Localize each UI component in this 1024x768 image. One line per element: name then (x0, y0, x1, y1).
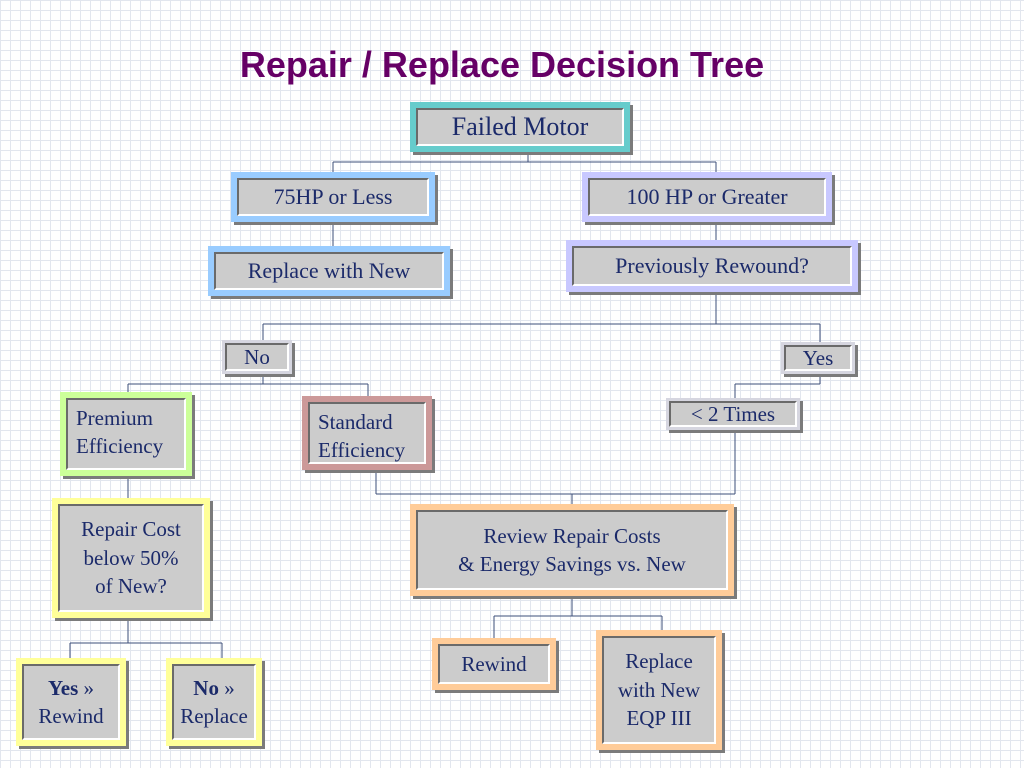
node-label-line: Efficiency (318, 438, 406, 463)
node-label-line: Premium (76, 406, 153, 430)
node-no: No (222, 340, 292, 374)
node-replace-with-new-eqp: Replace with New EQP III (596, 630, 722, 750)
node-replace-with-new: Replace with New (208, 246, 450, 296)
node-label-line: Review Repair Costs (483, 523, 661, 548)
node-no-replace: No » Replace (166, 658, 262, 746)
node-label-line: Rewind (38, 704, 104, 728)
node-label: Yes (802, 345, 834, 370)
node-label: Rewind (461, 651, 527, 676)
node-label: 100 HP or Greater (626, 184, 788, 210)
node-label: Failed Motor (451, 112, 589, 142)
node-75hp-or-less: 75HP or Less (231, 172, 435, 222)
node-yes: Yes (781, 342, 855, 374)
node-label-line: Efficiency (76, 434, 164, 459)
node-keyword-suffix: » (78, 675, 95, 700)
node-yes-rewind: Yes » Rewind (16, 658, 126, 746)
node-label: Previously Rewound? (615, 253, 809, 279)
node-label: < 2 Times (690, 401, 776, 426)
node-label: 75HP or Less (273, 184, 393, 210)
node-failed-motor: Failed Motor (410, 102, 630, 152)
node-repair-cost-below-50: Repair Cost below 50% of New? (52, 498, 210, 618)
node-label-line: of New? (95, 574, 167, 599)
node-label-line: below 50% (83, 545, 179, 570)
node-review-repair-costs: Review Repair Costs & Energy Savings vs.… (410, 504, 734, 596)
node-label: Replace with New (247, 258, 411, 284)
node-standard-efficiency: Standard Efficiency (302, 396, 432, 470)
node-keyword-suffix: » (218, 675, 235, 700)
node-keyword: No (193, 675, 219, 700)
node-premium-efficiency: Premium Efficiency (60, 392, 192, 476)
node-keyword: Yes (47, 675, 79, 700)
node-rewind: Rewind (432, 638, 556, 690)
node-label-line: EQP III (626, 706, 692, 731)
node-previously-rewound: Previously Rewound? (566, 240, 858, 292)
node-label-line: Repair Cost (81, 517, 181, 542)
node-label-line: Replace (625, 649, 693, 674)
node-label-line: Replace (180, 704, 248, 728)
diagram-title: Repair / Replace Decision Tree (239, 44, 765, 85)
node-label-line: Standard (318, 410, 393, 434)
node-label: No (244, 344, 270, 369)
node-100hp-or-greater: 100 HP or Greater (582, 172, 832, 222)
node-less-than-2-times: < 2 Times (666, 398, 800, 430)
node-label-line: with New (617, 677, 701, 702)
node-label-line: & Energy Savings vs. New (458, 552, 686, 576)
